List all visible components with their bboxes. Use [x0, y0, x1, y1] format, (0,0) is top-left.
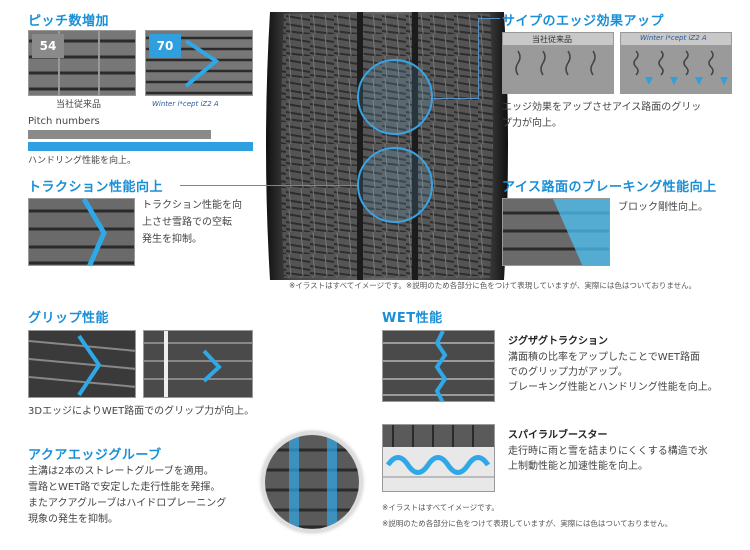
pitch-note: ハンドリング性能を向上。: [28, 156, 137, 166]
zigzag-desc-line2: でのグリップ力がアップ。: [508, 367, 628, 378]
traction-desc-line2: 上させ雪路での空転: [142, 217, 232, 228]
grip-image-right: [143, 330, 253, 398]
edge-title: サイプのエッジ効果アップ: [502, 14, 665, 29]
note-bottom-2: ※説明のため各部分に色をつけて表現していますが、実際には色はついておりません。: [382, 519, 673, 528]
pitch-title: ピッチ数増加: [28, 14, 110, 29]
spiral-image: [382, 424, 495, 492]
pitch-left-badge: 54: [32, 34, 64, 58]
aqua-title: アクアエッジグルーブ: [28, 448, 162, 463]
aqua-desc-line3: またアクアグルーブはハイドロプレーニング: [28, 498, 227, 509]
pitch-bar-old: [28, 130, 211, 139]
aqua-desc-line1: 主溝は2本のストレートグルーブを適用。: [28, 466, 214, 477]
pitch-right-badge: 70: [149, 34, 181, 58]
traction-desc-line1: トラクション性能を向: [142, 200, 242, 211]
spiral-title: スパイラルブースター: [508, 430, 608, 441]
spiral-desc-line2: 上制動性能と加速性能を向上。: [508, 461, 648, 472]
braking-image: [502, 198, 610, 266]
grip-desc: 3DエッジによりWET路面でのグリップ力が向上。: [28, 406, 255, 417]
spiral-desc-line1: 走行時に雨と雪を詰まりにくくする構造で氷: [508, 446, 708, 457]
traction-title: トラクション性能向上: [28, 180, 164, 195]
pitch-left-image: [28, 30, 136, 96]
grip-image-left: [28, 330, 136, 398]
zigzag-image: [382, 330, 495, 402]
connector-line: [180, 185, 358, 186]
zigzag-title: ジグザグトラクション: [508, 336, 608, 347]
zigzag-desc-line3: ブレーキング性能とハンドリング性能を向上。: [508, 382, 718, 393]
note-top: ※イラストはすべてイメージです。※説明のため各部分に色をつけて表現していますが、…: [289, 281, 697, 290]
edge-left-image: [502, 32, 614, 94]
edge-left-label: 当社従来品: [532, 35, 572, 44]
connector-line: [478, 18, 479, 98]
edge-right-label: Winter i*cept iZ2 A: [640, 34, 707, 42]
grip-title: グリップ性能: [28, 311, 110, 326]
edge-highlight-circle: [357, 59, 433, 135]
aqua-desc-line2: 雪路とWET路で安定した走行性能を発揮。: [28, 482, 221, 493]
aqua-circle-image: [262, 432, 362, 532]
zigzag-desc-line1: 溝面積の比率をアップしたことでWET路面: [508, 352, 701, 363]
pitch-bar-new: [28, 142, 253, 151]
connector-line: [478, 18, 500, 19]
pitch-left-caption: 当社従来品: [56, 100, 102, 110]
edge-right-image: [620, 32, 732, 94]
tire-image: [262, 12, 512, 280]
traction-image: [28, 198, 135, 266]
wet-title: WET性能: [382, 311, 443, 326]
traction-highlight-circle: [357, 147, 433, 223]
braking-desc: ブロック剛性向上。: [618, 202, 708, 213]
pitch-label: Pitch numbers: [28, 116, 100, 127]
connector-line: [432, 98, 479, 99]
edge-desc-line1: エッジ効果をアップさせアイス路面のグリッ: [502, 102, 702, 113]
aqua-desc-line4: 現象の発生を抑制。: [28, 514, 118, 525]
pitch-right-caption: Winter i*cept iZ2 A: [152, 100, 219, 108]
edge-desc-line2: プ力が向上。: [502, 118, 562, 129]
braking-title: アイス路面のブレーキング性能向上: [502, 180, 717, 195]
traction-desc-line3: 発生を抑制。: [142, 234, 202, 245]
note-bottom-1: ※イラストはすべてイメージです。: [382, 503, 499, 512]
